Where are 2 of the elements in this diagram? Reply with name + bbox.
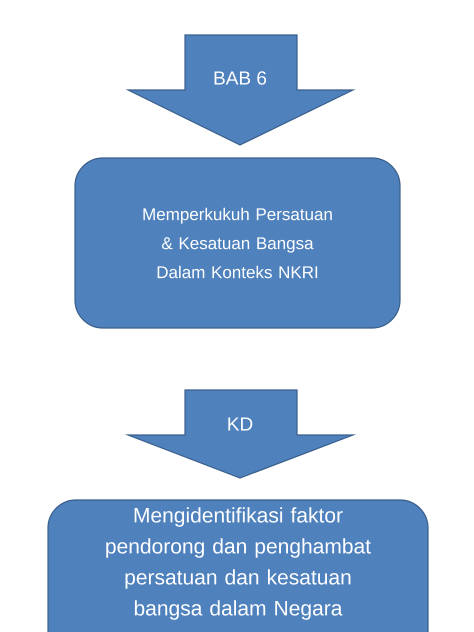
rounded-box: Memperkukuh Persatuan & Kesatuan Bangsa Dalam Konteks NKRI xyxy=(74,157,401,329)
rounded-box: Mengidentifikasi faktor pendorong dan penghambat persatuan dan kesatuan bangsa dalam Negara xyxy=(47,499,429,632)
